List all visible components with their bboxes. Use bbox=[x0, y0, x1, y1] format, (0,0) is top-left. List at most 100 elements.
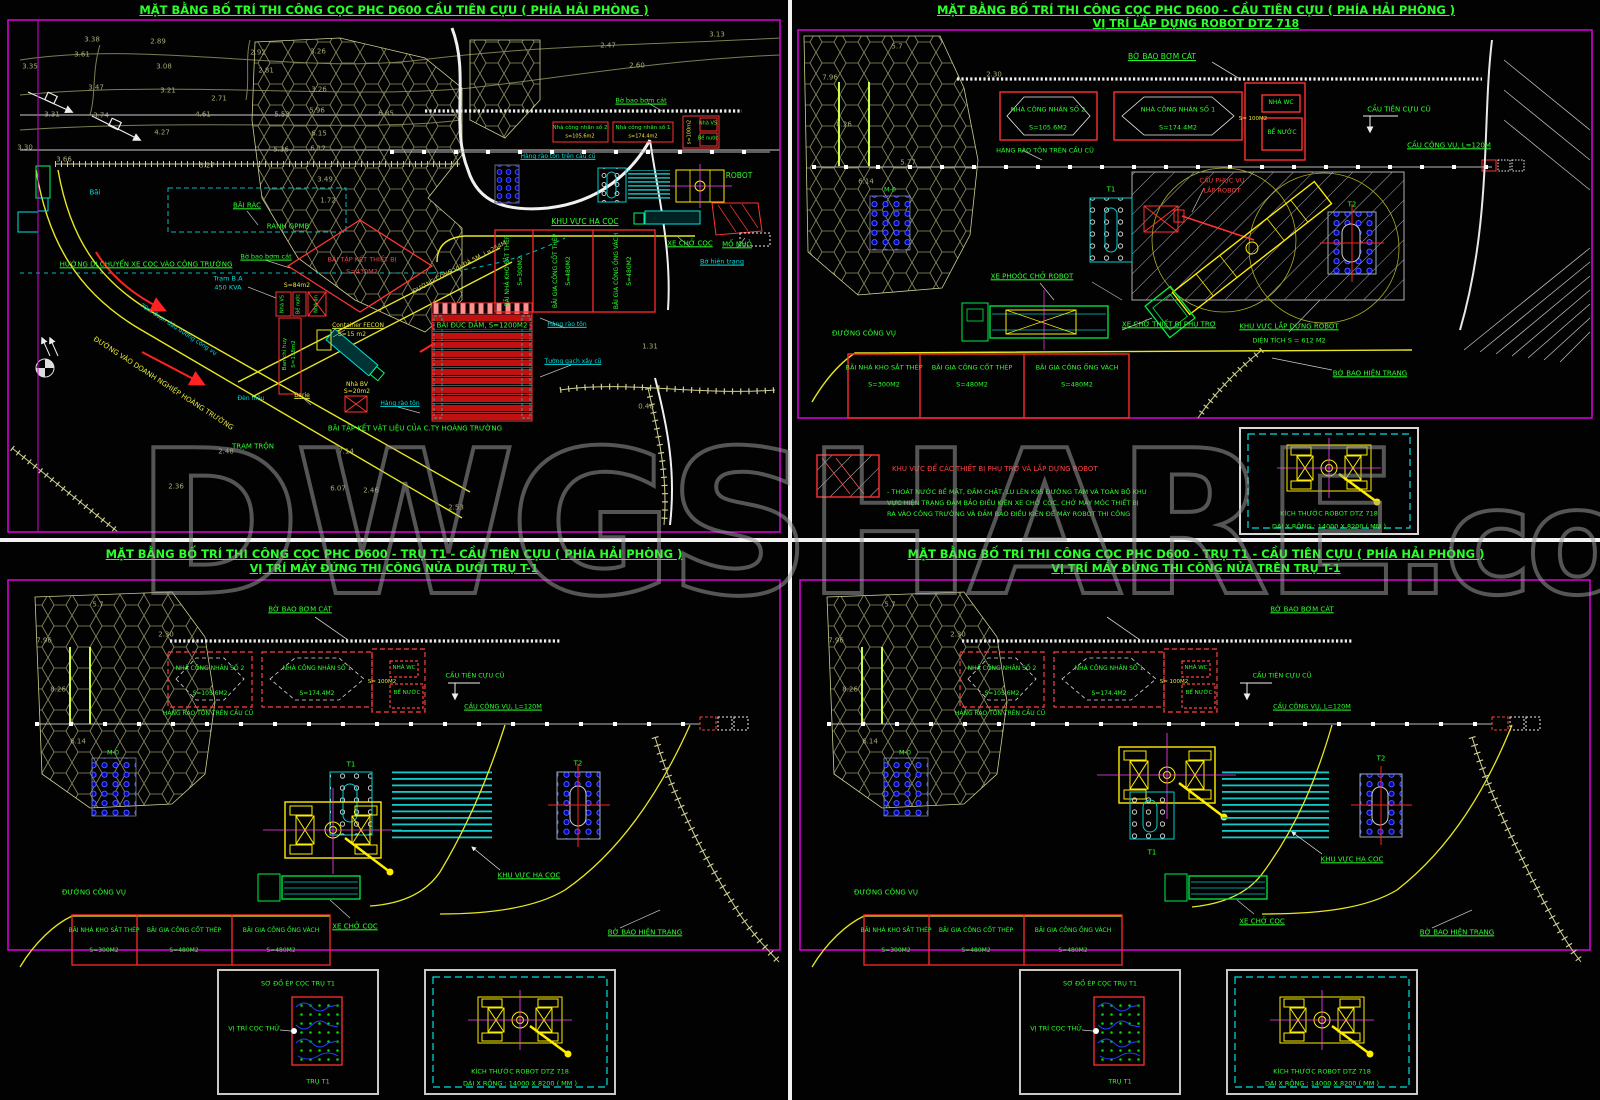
pile-truck bbox=[1164, 873, 1268, 915]
panel-machine-upper-half: MẶT BẰNG BỐ TRÍ THI CÔNG CỌC PHC D600 - … bbox=[792, 542, 1600, 1100]
m0-pile-group bbox=[869, 195, 911, 251]
pile-press-schema bbox=[279, 996, 343, 1066]
label-nha-wc: NHÀ WC bbox=[1268, 98, 1294, 106]
lime-guide-lines bbox=[861, 647, 883, 724]
label-hang-rao-cau: HÀNG RÀO TÔN TRÊN CẦU CŨ bbox=[996, 146, 1094, 155]
lime-guide-lines bbox=[69, 647, 91, 724]
label-khu-vuc-ha-coc: KHU VỰC HẠ CỌC bbox=[497, 871, 561, 880]
elevation-label: 7.14 bbox=[338, 447, 354, 456]
label-ong-vach-v: BÃI GIA CÔNG ỐNG VÁCH bbox=[612, 232, 620, 310]
elevation-label: 1.72 bbox=[320, 196, 336, 205]
elevation-label: 2.81 bbox=[258, 66, 274, 75]
pile-stack-small bbox=[628, 170, 670, 201]
label-khu-vuc-ha-coc: KHU VỰC HẠ CỌC bbox=[551, 217, 619, 227]
elevation-label: 7.96 bbox=[828, 636, 844, 645]
label-so-do: SƠ ĐỒ ÉP CỌC TRỤ T1 bbox=[260, 979, 336, 988]
elevation-label: 6.85 bbox=[378, 109, 394, 118]
br-drawing bbox=[799, 579, 1591, 1095]
page-title: MẶT BẰNG BỐ TRÍ THI CÔNG CỌC PHC D600 - … bbox=[936, 3, 1456, 17]
label-t1: T1 bbox=[1147, 848, 1157, 857]
label-nha-an: Nhà ăn bbox=[313, 295, 320, 313]
label-hang-rao-cau: HÀNG RÀO TÔN TRÊN CẦU CŨ bbox=[954, 709, 1046, 717]
elevation-label: 3.66 bbox=[56, 155, 72, 164]
old-bridge-arrow bbox=[1240, 682, 1272, 701]
elevation-label: 3.74 bbox=[93, 111, 109, 120]
elevation-label: 5.96 bbox=[309, 106, 325, 115]
label-m0: M-0 bbox=[883, 185, 897, 194]
leader-lines bbox=[1021, 149, 1321, 333]
label-kich-thuoc: KÍCH THƯỚC ROBOT DTZ 718 bbox=[1280, 509, 1378, 518]
panel-overview: MẶT BẰNG BỐ TRÍ THI CÔNG CỌC PHC D600 CẦ… bbox=[0, 0, 788, 538]
equipment-diamond bbox=[286, 219, 434, 313]
sheet-border bbox=[799, 579, 1591, 951]
label-be-nuoc: BỂ NƯỚC bbox=[393, 690, 421, 697]
label-nha-wc: NHÀ WC bbox=[392, 665, 416, 672]
label-nha-cn1: NHÀ CÔNG NHÂN SỐ 1 bbox=[1074, 664, 1144, 672]
label-s300: S=300M2 bbox=[89, 946, 119, 954]
label-ban-chi-huy: Ban chỉ huy bbox=[282, 337, 289, 371]
dashed-boundaries bbox=[20, 187, 566, 274]
label-bai-rac: BÃI RÁC bbox=[232, 201, 262, 210]
label-s15: S=15 m2 bbox=[337, 330, 367, 338]
label-bai-cot: BÃI GIA CÔNG CỐT THÉP bbox=[146, 926, 222, 934]
elevation-label: 3.47 bbox=[88, 83, 104, 92]
bl-drawing bbox=[7, 579, 782, 1095]
label-huong-di-chuyen: HƯỚNG DI CHUYỂN XE CỌC VÀO CÔNG TRƯỜNG bbox=[59, 260, 233, 269]
label-t2: T2 bbox=[1376, 754, 1386, 763]
elevation-label: 3.21 bbox=[160, 86, 176, 95]
label-cau-cong-vu: CẦU CÔNG VỤ, L=120M bbox=[1273, 702, 1351, 711]
label-note2: VỰC HIỆN TRẠNG ĐẢM BẢO ĐIỀU KIỆN XE CHỞ … bbox=[887, 499, 1139, 507]
elevation-label: 8.26 bbox=[50, 685, 66, 694]
label-cau-phuc-vu: CẨU PHỤC VỤ bbox=[1199, 176, 1245, 185]
elevation-label: 2.47 bbox=[600, 41, 616, 50]
elevation-label: 3.26 bbox=[310, 47, 326, 56]
compass-icon bbox=[35, 336, 59, 378]
label-cau-cong-vu: CẦU CÔNG VỤ, L=120M bbox=[464, 702, 542, 711]
robot-machine-small bbox=[668, 164, 732, 208]
label-khu-vuc-ha-coc: KHU VỰC HẠ CỌC bbox=[1320, 855, 1384, 864]
leader-lines bbox=[471, 846, 661, 929]
elevation-label: 6.07 bbox=[330, 484, 346, 493]
label-nha-cn2: NHÀ CÔNG NHÂN SỐ 2 bbox=[175, 664, 245, 672]
pile-press-schema bbox=[1081, 996, 1145, 1066]
robot-being-assembled bbox=[1144, 180, 1333, 339]
robot-dim-box bbox=[1239, 427, 1419, 535]
t1-pier bbox=[1089, 197, 1133, 263]
label-hang-rao-cau-cu: Hàng rào tôn trên cầu cũ bbox=[520, 152, 596, 160]
label-nha-cn2-s: S=105.6M2 bbox=[984, 689, 1020, 697]
mini-worker-houses bbox=[552, 115, 720, 149]
elevation-label: 3.61 bbox=[74, 50, 90, 59]
label-bo-hien-trang: Bờ hiện trạng bbox=[699, 257, 745, 266]
leader-lines bbox=[246, 210, 746, 414]
label-nha-cn1: NHÀ CÔNG NHÂN SỐ 1 bbox=[1140, 105, 1216, 114]
label-mo-nho: MỐ NHỎ bbox=[722, 240, 752, 249]
yards-table bbox=[847, 353, 1130, 419]
tl-drawing bbox=[7, 19, 781, 535]
robot-dimension-icon bbox=[468, 990, 572, 1058]
page-title: MẶT BẰNG BỐ TRÍ THI CÔNG CỌC PHC D600 - … bbox=[105, 547, 683, 561]
old-bridge-fence bbox=[827, 716, 1541, 731]
label-tuong-gach: Tường gạch xây cũ bbox=[544, 357, 602, 365]
page-subtitle: VỊ TRÍ MÁY ĐỨNG THI CÔNG NỬA TRÊN TRỤ T-… bbox=[1051, 562, 1341, 575]
flatbed-truck-robot bbox=[961, 282, 1153, 350]
label-nha-cn2: NHÀ CÔNG NHÂN SỐ 2 bbox=[967, 664, 1037, 672]
label-nha-cn1-s: S=174.4M2 bbox=[1159, 123, 1197, 132]
t1-pier bbox=[1129, 791, 1175, 840]
label-bai-vach: BÃI GIA CÔNG ỐNG VÁCH bbox=[1035, 363, 1119, 372]
elevation-label: 3.30 bbox=[17, 143, 33, 152]
label-legend: KHU VỰC ĐỂ CÁC THIẾT BỊ PHỤ TRỢ VÀ LẮP D… bbox=[892, 465, 1098, 473]
label-bo-bao-hien-trang: BỜ BAO HIỆN TRẠNG bbox=[607, 928, 683, 937]
sheet-border bbox=[7, 19, 781, 533]
label-m0: M-0 bbox=[106, 748, 120, 757]
label-ranh-gpmb: RANH GPMB bbox=[266, 222, 310, 231]
label-lap-robot: LẮP ROBOT bbox=[1203, 186, 1241, 195]
elevation-label: 5.7 bbox=[92, 600, 104, 609]
label-t2: T2 bbox=[1347, 200, 1357, 209]
sheet-border bbox=[7, 579, 781, 951]
label-cau-tien-cuu-cu: CẦU TIÊN CỰU CŨ bbox=[1367, 105, 1431, 114]
label-s100: S= 100M2 bbox=[367, 679, 397, 686]
label-s480b: S=480M2 bbox=[1061, 380, 1093, 389]
label-xe-phooc: XE PHOÓC CHỞ ROBOT bbox=[990, 272, 1074, 281]
label-den-hieu: Đèn hiệu bbox=[237, 394, 265, 402]
